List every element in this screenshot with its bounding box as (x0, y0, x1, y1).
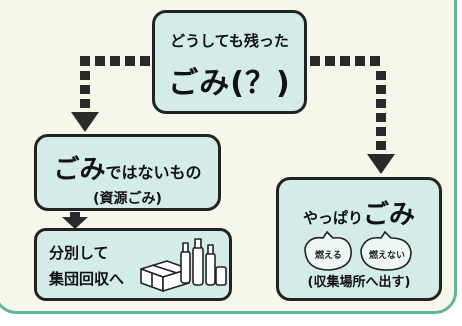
arrow-dash (140, 56, 150, 66)
arrow-dash (310, 56, 320, 66)
leftover-label: どうしても残った (170, 32, 289, 50)
node-not-garbage: ごみではないもの (資源ごみ) (34, 134, 221, 211)
arrow-dash (95, 56, 105, 66)
not-garbage-title: ごみではないもの (37, 149, 218, 186)
arrow-head-down-right (367, 154, 395, 174)
not-garbage-emphasis: ごみ (53, 155, 106, 185)
node-actual-garbage: やっぱりごみ 燃える 燃えない (収集場所へ出す) (276, 177, 442, 301)
actual-garbage-emphasis: ごみ (363, 200, 416, 230)
not-garbage-sub: (資源ごみ) (93, 191, 162, 207)
burnable-bag-icon (304, 230, 352, 271)
collection-line-2: 集団回収へ (49, 270, 125, 288)
arrow-head-down-left (71, 112, 99, 132)
actual-garbage-sub: (収集場所へ出す) (307, 275, 411, 290)
node-leftover-garbage: どうしても残った ごみ(？) (152, 10, 307, 114)
arrow-dash (355, 56, 365, 66)
arrow-dash (80, 56, 90, 66)
garbage-bags-illustration: 燃える 燃えない (304, 230, 412, 271)
collection-line-1: 分別して (49, 244, 109, 262)
can-icon (215, 266, 227, 286)
actual-garbage-prefix: やっぱり (302, 209, 363, 227)
arrow-dash (340, 56, 350, 66)
arrow-dash (110, 56, 120, 66)
arrow-dash (325, 56, 335, 66)
actual-garbage-title: やっぱりごみ (279, 194, 439, 231)
bag-label-1: 燃える (315, 249, 342, 261)
arrow-head-down-small (62, 217, 88, 229)
arrow-dash (70, 212, 80, 218)
arrow-dash (376, 141, 386, 150)
arrow-dash (370, 56, 380, 66)
arrow-dash (376, 99, 386, 108)
arrow-dash (376, 127, 386, 136)
arrow-dash (376, 85, 386, 94)
arrow-dash (376, 113, 386, 122)
arrow-dash (376, 71, 386, 80)
not-garbage-rest: ではないもの (105, 163, 202, 182)
arrow-dash (80, 85, 90, 94)
arrow-dash (80, 71, 90, 80)
nonburnable-bag-icon (360, 230, 412, 271)
recyclables-illustration (140, 238, 227, 292)
bottle-icon (180, 250, 191, 284)
node-group-collection: 分別して 集団回収へ (34, 228, 232, 301)
bottle-icon (205, 252, 216, 286)
leftover-title: ごみ(？) (168, 65, 291, 101)
bag-label-2: 燃えない (369, 249, 405, 261)
arrow-dash (125, 56, 135, 66)
arrow-dash (80, 99, 90, 108)
bottle-icon (192, 246, 204, 286)
